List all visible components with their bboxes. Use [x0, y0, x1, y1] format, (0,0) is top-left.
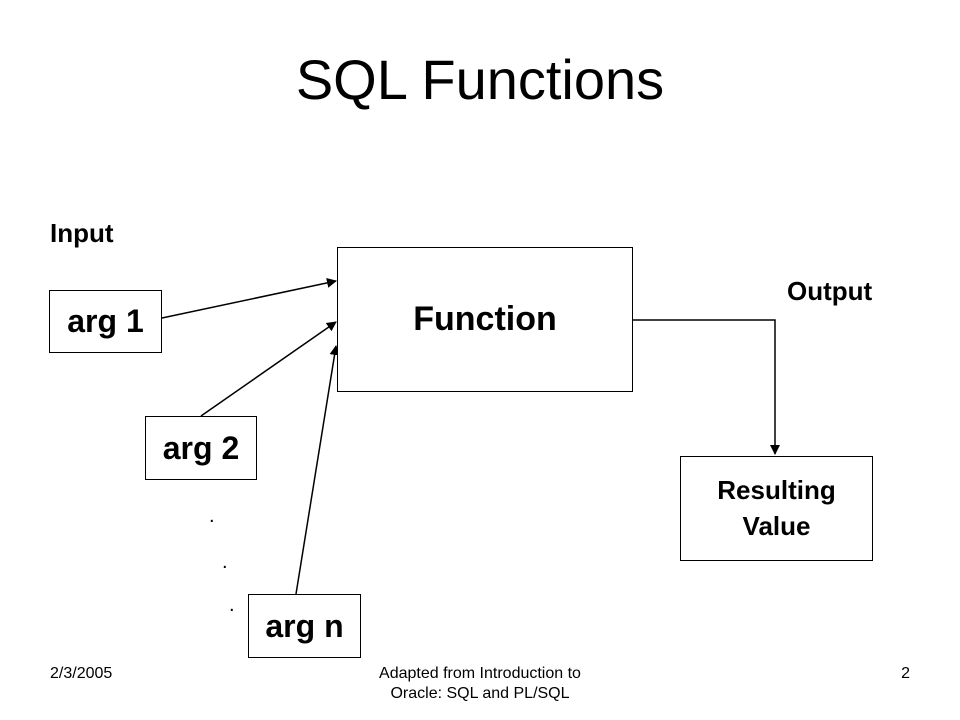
arg-2-box: arg 2	[145, 416, 257, 480]
arrow-argn-to-function	[295, 345, 340, 595]
slide-title: SQL Functions	[295, 48, 665, 111]
arrow-arg1-to-function	[161, 277, 337, 319]
function-box: Function	[337, 247, 633, 392]
footer-date: 2/3/2005	[50, 665, 113, 682]
ellipsis-dot-1: .	[209, 505, 215, 527]
arrow-arg2-to-function	[200, 321, 337, 417]
arg-n-box: arg n	[248, 594, 361, 658]
footer-source-line-1: Adapted from Introduction to	[379, 665, 581, 682]
resulting-value-box: Resulting Value	[680, 456, 873, 561]
ellipsis-dot-3: .	[229, 594, 235, 616]
resulting-value-line-1: Resulting	[717, 475, 836, 506]
input-label: Input	[50, 218, 114, 248]
resulting-value-line-2: Value	[742, 510, 811, 541]
ellipsis-dot-2: .	[222, 551, 228, 573]
footer-page-number: 2	[901, 665, 910, 682]
arrow-function-to-result	[633, 319, 780, 455]
footer-source-line-2: Oracle: SQL and PL/SQL	[390, 685, 570, 702]
footer-source: Adapted from Introduction to Oracle: SQL…	[330, 664, 630, 704]
arg-1-box: arg 1	[49, 290, 162, 353]
output-label: Output	[787, 276, 873, 306]
